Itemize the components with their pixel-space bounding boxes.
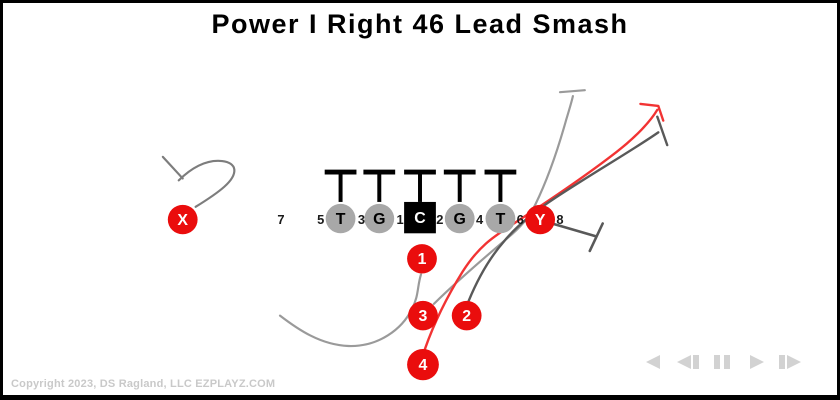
fb-lead-block-route-end-mark (558, 89, 586, 94)
player-2-hb-marker[interactable] (451, 300, 482, 331)
player-left-guard-label: G (373, 211, 385, 228)
player-left-tackle-block-indicator (324, 169, 357, 202)
player-left-guard[interactable]: G (364, 203, 395, 234)
y-block-route-end-mark (588, 222, 604, 253)
player-center[interactable]: C (404, 201, 436, 234)
player-4-tb[interactable]: 4 (407, 348, 439, 381)
player-y-label: Y (535, 212, 546, 229)
pause-button[interactable] (709, 353, 735, 371)
step-backward-icon (677, 355, 699, 369)
tb-ballcarrier-route-end-mark (639, 102, 665, 122)
player-1-qb[interactable]: 1 (407, 244, 437, 274)
player-y-marker[interactable] (525, 204, 556, 235)
player-3-fb[interactable]: 3 (408, 300, 438, 331)
player-left-guard-marker[interactable] (364, 203, 395, 234)
gap-number-8: 8 (556, 212, 563, 227)
copyright-text: Copyright 2023, DS Ragland, LLC EZPLAYZ.… (11, 378, 276, 390)
player-left-tackle[interactable]: T (325, 203, 356, 234)
player-y[interactable]: Y (525, 204, 556, 235)
rewind-button[interactable] (641, 353, 667, 371)
player-right-guard-marker[interactable] (444, 203, 475, 234)
step-backward-button[interactable] (675, 353, 701, 371)
pause-icon (714, 355, 730, 369)
player-center-label: C (414, 210, 425, 227)
player-right-guard-label: G (454, 211, 466, 228)
rewind-icon (646, 355, 660, 369)
player-center-block-indicator (404, 169, 436, 202)
fb-lead-block-route (432, 95, 574, 305)
play-diagram: X T G C G T Y 1 3 2 4 7 5 3 1 2 4 6 8 (161, 89, 669, 381)
player-x-marker[interactable] (167, 204, 198, 235)
step-forward-button[interactable] (777, 353, 803, 371)
player-right-guard-block-indicator (443, 169, 476, 202)
gap-number-2: 2 (436, 212, 443, 227)
player-right-guard[interactable]: G (444, 203, 475, 234)
player-right-tackle-marker[interactable] (485, 203, 516, 234)
player-right-tackle[interactable]: T (485, 203, 516, 234)
x-hook-route (177, 159, 236, 208)
player-2-hb[interactable]: 2 (451, 300, 482, 331)
player-right-tackle-label: T (496, 211, 506, 228)
gap-number-1: 1 (397, 212, 404, 227)
gap-number-6: 6 (517, 212, 524, 227)
step-forward-icon (779, 355, 801, 369)
qb-fake-sweep-route (278, 273, 423, 348)
x-hook-route-end-mark (161, 155, 184, 180)
player-1-qb-marker[interactable] (407, 244, 437, 274)
player-left-tackle-label: T (336, 211, 346, 228)
y-block-route (550, 222, 598, 238)
player-x[interactable]: X (167, 204, 198, 235)
player-center-marker[interactable] (404, 201, 436, 234)
play-icon (750, 355, 764, 369)
player-right-tackle-block-indicator (484, 169, 517, 202)
player-left-tackle-marker[interactable] (325, 203, 356, 234)
gap-number-7: 7 (277, 212, 284, 227)
player-3-fb-marker[interactable] (408, 300, 438, 331)
player-4-tb-label: 4 (419, 357, 428, 374)
gap-number-5: 5 (317, 212, 324, 227)
player-left-guard-block-indicator (363, 169, 396, 202)
player-2-hb-label: 2 (462, 308, 471, 325)
player-3-fb-label: 3 (419, 308, 428, 325)
player-4-tb-marker[interactable] (407, 348, 439, 381)
player-1-qb-label: 1 (418, 251, 427, 268)
play-button[interactable] (743, 353, 769, 371)
player-x-label: X (177, 212, 188, 229)
gap-number-4: 4 (476, 212, 484, 227)
playback-controls (641, 353, 803, 371)
gap-number-3: 3 (358, 212, 365, 227)
hb-route-end-mark (656, 115, 669, 147)
play-title: Power I Right 46 Lead Smash (211, 9, 629, 39)
